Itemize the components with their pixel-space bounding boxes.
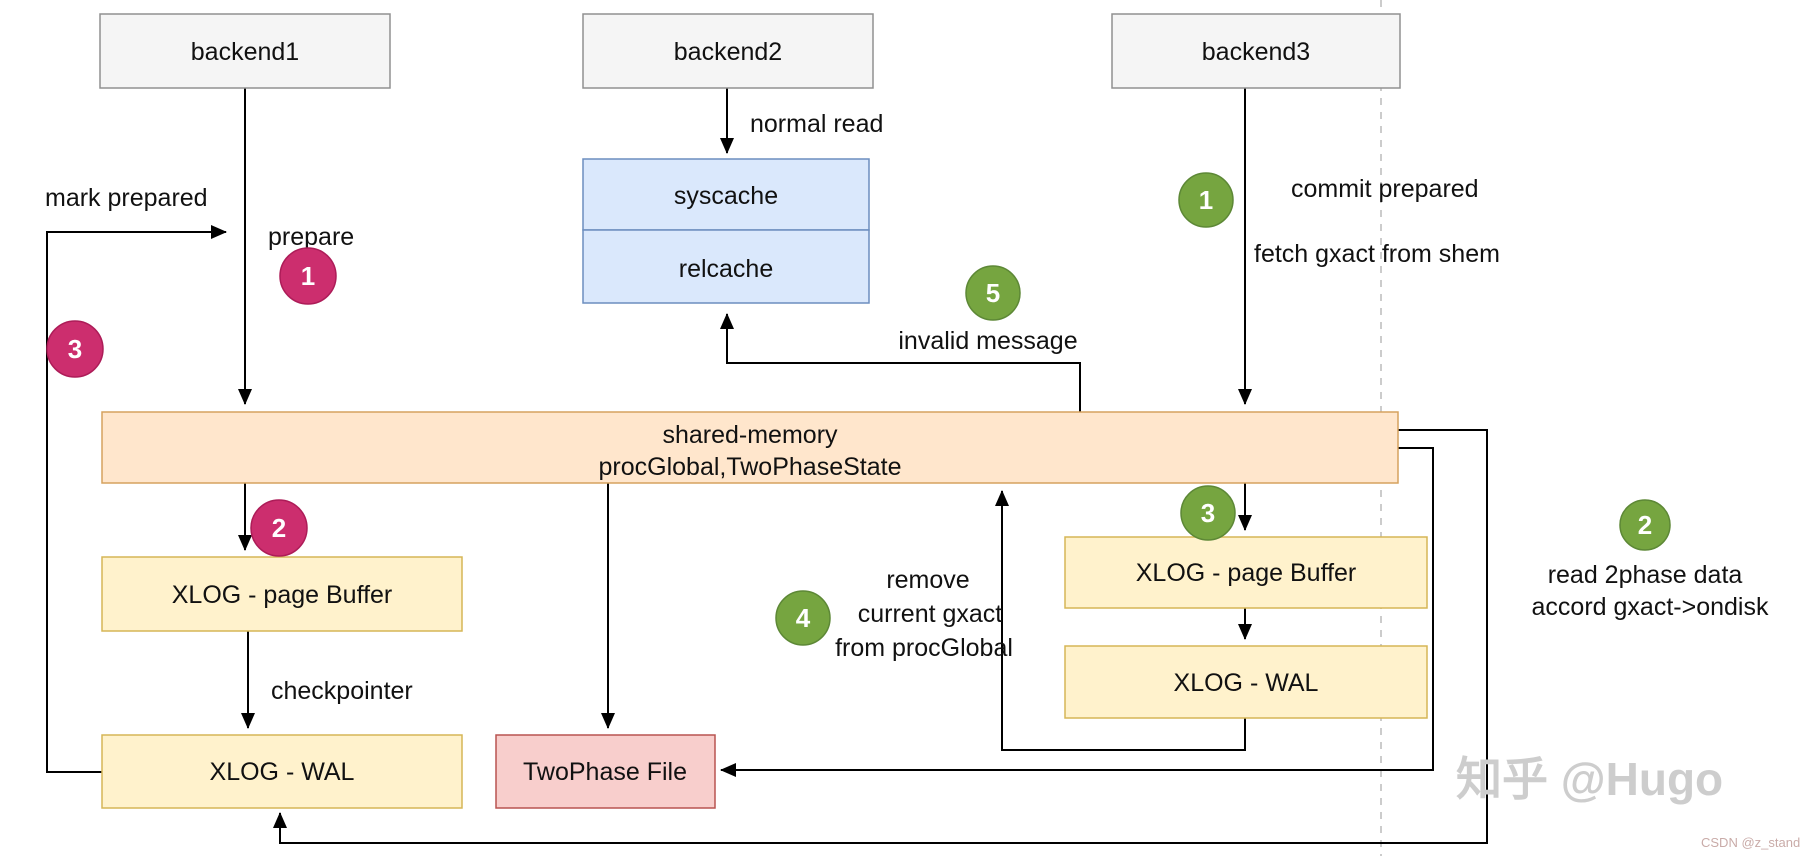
backend1-box — [99, 13, 391, 89]
syscache-label: syscache — [674, 182, 778, 210]
backend3-label: backend3 — [1202, 38, 1310, 66]
mark-prepared-label: mark prepared — [45, 184, 208, 212]
step-badge-green-2 — [1619, 499, 1671, 551]
xlog-wal-left-box — [101, 734, 463, 809]
shared-memory-label-line2: procGlobal,TwoPhaseState — [599, 453, 902, 481]
step-badge-pink-3 — [46, 320, 104, 378]
step-badge-pink-2-number: 2 — [272, 513, 286, 543]
step-badge-pink-2 — [250, 499, 308, 557]
edge-wal-right-to-shared-memory — [995, 490, 1246, 751]
step-badge-green-4 — [775, 590, 831, 646]
step-badge-pink-1 — [279, 247, 337, 305]
remove-gxact-label-line2: current gxact — [858, 600, 1003, 628]
step-badge-green-5-number: 5 — [986, 278, 1000, 308]
xlog-wal-right-label: XLOG - WAL — [1174, 669, 1319, 697]
remove-gxact-label-line3: from procGlobal — [835, 634, 1013, 662]
twophase-file-label: TwoPhase File — [523, 758, 687, 786]
zhihu-watermark: 知乎 @Hugo — [1456, 753, 1723, 805]
step-badge-pink-3-number: 3 — [68, 334, 82, 364]
xlog-wal-right-box — [1064, 645, 1428, 719]
invalid-message-label: invalid message — [898, 327, 1077, 355]
commit-prepared-label: commit prepared — [1291, 175, 1479, 203]
remove-gxact-label-line1: remove — [886, 566, 969, 594]
backend2-label: backend2 — [674, 38, 782, 66]
xlog-page-buffer-left-box — [101, 556, 463, 632]
read-2phase-label-line1: read 2phase data — [1548, 561, 1743, 589]
step-badge-green-3-number: 3 — [1201, 498, 1215, 528]
step-badge-green-4-number: 4 — [796, 603, 811, 633]
read-2phase-label-line2: accord gxact->ondisk — [1532, 593, 1769, 621]
shared-memory-box — [101, 411, 1399, 484]
step-badge-green-1 — [1178, 172, 1234, 228]
edge-shared-memory-to-relcache — [720, 313, 1081, 412]
step-badge-green-5 — [965, 265, 1021, 321]
xlog-page-buffer-right-box — [1064, 536, 1428, 609]
relcache-label: relcache — [679, 255, 774, 283]
normal-read-label: normal read — [750, 110, 883, 138]
relcache-box — [582, 229, 870, 304]
xlog-wal-left-label: XLOG - WAL — [210, 758, 355, 786]
backend1-label: backend1 — [191, 38, 299, 66]
shared-memory-label-line1: shared-memory — [662, 421, 838, 449]
prepare-label: prepare — [268, 223, 354, 251]
step-badge-green-1-number: 1 — [1199, 185, 1213, 215]
backend3-box — [1111, 13, 1401, 89]
twophase-file-box — [495, 734, 716, 809]
backend2-box — [582, 13, 874, 89]
edge-wal-left-to-mark-prepared — [46, 225, 227, 773]
xlog-page-buffer-right-label: XLOG - page Buffer — [1136, 559, 1357, 587]
syscache-box — [582, 158, 870, 231]
step-badge-green-3 — [1180, 485, 1236, 541]
step-badge-green-2-number: 2 — [1638, 510, 1652, 540]
edge-shared-memory-to-wal-left-loop — [273, 429, 1488, 844]
edge-shared-memory-to-twophase-file-loop — [720, 447, 1434, 777]
xlog-page-buffer-left-label: XLOG - page Buffer — [172, 581, 393, 609]
fetch-gxact-label: fetch gxact from shem — [1254, 240, 1500, 268]
csdn-watermark: CSDN @z_stand — [1701, 835, 1800, 850]
step-badge-pink-1-number: 1 — [301, 261, 315, 291]
checkpointer-label: checkpointer — [271, 677, 413, 705]
